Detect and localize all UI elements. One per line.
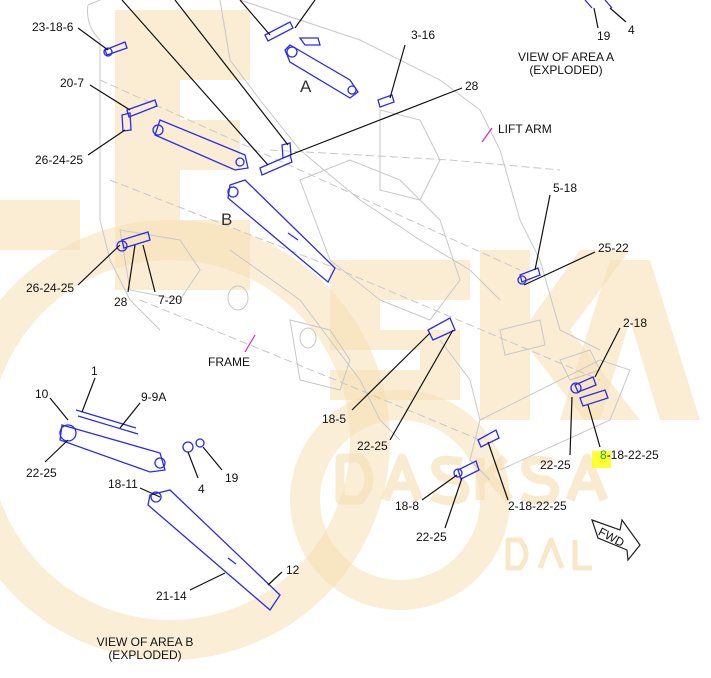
part-label: 19 xyxy=(597,29,611,43)
view-area-b-title: VIEW OF AREA B xyxy=(97,635,194,649)
part-label: 18-11 xyxy=(108,477,138,491)
part-label: 20-7 xyxy=(60,76,84,90)
highlighted-part-label: 8-18-22-25 xyxy=(600,448,659,462)
part-label: 22-25 xyxy=(357,439,388,453)
part-label: 23-18-6 xyxy=(32,20,74,34)
forward-arrow: FWD xyxy=(591,518,641,562)
part-label: 26-24-25 xyxy=(26,281,74,295)
part-label: 2-18-22-25 xyxy=(508,499,567,513)
part-labels: 23-18-6 20-7 26-24-25 26-24-25 28 7-20 3… xyxy=(26,20,659,603)
part-label: 3-16 xyxy=(411,28,435,42)
part-label: 9-9A xyxy=(141,390,166,404)
view-area-a-title: VIEW OF AREA A xyxy=(518,50,614,64)
part-label: 18-5 xyxy=(322,412,346,426)
part-label: 28 xyxy=(465,79,479,93)
part-label: 4 xyxy=(198,482,205,496)
part-label: 28 xyxy=(114,295,128,309)
lift-arm-callout: LIFT ARM xyxy=(498,122,552,136)
area-b-marker: B xyxy=(221,210,232,229)
leader-lines xyxy=(44,0,627,591)
highlighted-number: 8 xyxy=(600,448,607,462)
part-label: 5-18 xyxy=(553,181,577,195)
part-label: 2-18 xyxy=(623,316,647,330)
part-label: 22-25 xyxy=(540,458,571,472)
watermark-logo xyxy=(0,10,700,660)
part-label: 21-14 xyxy=(156,589,187,603)
highlight-box xyxy=(592,451,611,468)
part-label: 25-22 xyxy=(598,241,629,255)
watermark-subtext-shapes xyxy=(335,453,609,506)
part-label: 7-20 xyxy=(158,293,182,307)
part-label: 19 xyxy=(225,471,239,485)
frame-callout: FRAME xyxy=(208,355,250,369)
part-label: 10 xyxy=(35,387,49,401)
part-label: 22-25 xyxy=(26,466,57,480)
part-label: 12 xyxy=(286,563,300,577)
part-label: 4 xyxy=(628,23,635,37)
highlighted-rest: -18-22-25 xyxy=(607,448,659,462)
view-area-a-sub: (EXPLODED) xyxy=(529,63,602,77)
part-label: 26-24-25 xyxy=(35,153,83,167)
part-label: 1 xyxy=(91,364,98,378)
part-label: 18-8 xyxy=(395,499,419,513)
view-area-b-sub: (EXPLODED) xyxy=(108,648,181,662)
part-label: 22-25 xyxy=(416,530,447,544)
machine-frame-outline xyxy=(87,0,631,481)
watermark-dalys-shapes xyxy=(505,537,592,571)
area-a-marker: A xyxy=(300,77,312,96)
